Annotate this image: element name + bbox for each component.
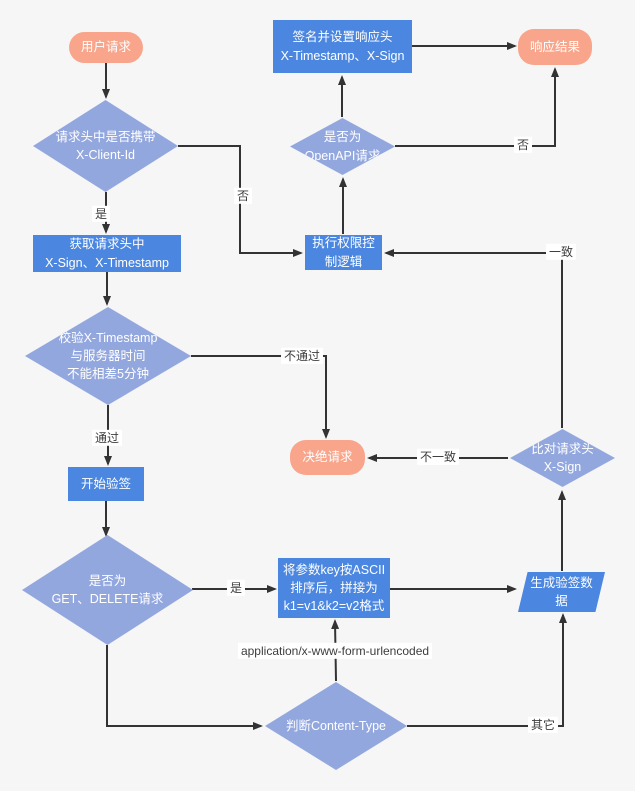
node-start-verify: 开始验签	[68, 467, 144, 501]
edge-label-no-client-id: 否	[233, 187, 253, 205]
edge-label-content-form: application/x-www-form-urlencoded	[237, 642, 433, 660]
edge-label-timestamp-pass: 通过	[91, 429, 123, 447]
node-get-headers: 获取请求头中 X-Sign、X-Timestamp	[33, 235, 181, 272]
edge-label-sign-not-match: 不一致	[416, 448, 460, 466]
edge-label-yes-get-delete: 是	[226, 579, 246, 597]
edge-label-sign-match: 一致	[545, 243, 577, 261]
node-exec-permission: 执行权限控 制逻辑	[305, 235, 382, 270]
node-user-request: 用户请求	[69, 32, 143, 63]
node-is-get-delete-label: 是否为 GET、DELETE请求	[51, 573, 164, 606]
edge-checktimestamp-fail	[191, 355, 330, 439]
node-get-headers-label: 获取请求头中 X-Sign、X-Timestamp	[45, 237, 169, 270]
node-user-request-label: 用户请求	[80, 40, 131, 55]
edge-label-timestamp-fail: 不通过	[280, 347, 324, 365]
node-response-result-label: 响应结果	[529, 39, 580, 54]
node-response-result: 响应结果	[518, 29, 592, 65]
node-reject-request-label: 决绝请求	[302, 450, 353, 465]
node-sign-response-label: 签名并设置响应头 X-Timestamp、X-Sign	[280, 30, 405, 63]
edge-label-no-openapi: 否	[513, 136, 533, 154]
edge-isgetdelete-no	[106, 645, 263, 730]
node-is-openapi-label: 是否为 OpenAPI请求	[304, 130, 381, 163]
node-reject-request: 决绝请求	[290, 440, 365, 475]
node-gen-sign-data: 生成验签数 据	[518, 572, 605, 612]
node-check-client-id-label: 请求头中是否携带 X-Client-Id	[55, 129, 156, 162]
node-check-timestamp-label: 校验X-Timestamp 与服务器时间 不能相差5分钟	[58, 330, 158, 382]
edge-isopenapi-no	[395, 67, 559, 147]
node-start-verify-label: 开始验签	[80, 476, 131, 491]
node-compare-sign-label: 比对请求头 X-Sign	[531, 441, 594, 474]
edge-label-yes-client-id: 是	[91, 205, 111, 223]
node-gen-sign-data-label: 生成验签数 据	[530, 575, 593, 608]
edge-comparesign-match	[384, 249, 563, 428]
node-judge-content-type-label: 判断Content-Type	[285, 718, 387, 733]
edge-contenttype-other	[407, 613, 567, 727]
node-sort-params: 将参数key按ASCII 排序后，拼接为 k1=v1&k2=v2格式	[278, 558, 390, 618]
node-sort-params-label: 将参数key按ASCII 排序后，拼接为 k1=v1&k2=v2格式	[282, 562, 386, 614]
edge-label-content-other: 其它	[527, 716, 559, 734]
node-exec-permission-label: 执行权限控 制逻辑	[312, 236, 375, 269]
node-sign-response: 签名并设置响应头 X-Timestamp、X-Sign	[273, 20, 412, 73]
